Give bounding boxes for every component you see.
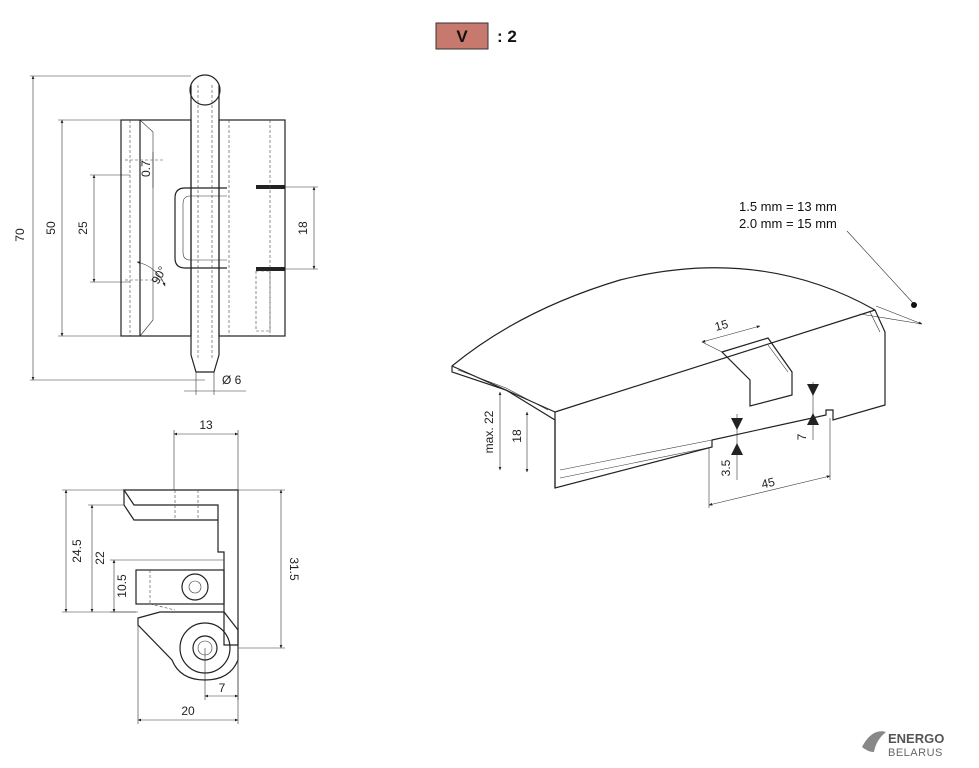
leaf-height-label: 50 (44, 221, 58, 235)
small-dim-label: 0.7 (139, 160, 153, 177)
leaf-icon (862, 731, 886, 752)
energo-belarus-logo: ENERGO BELARUS (862, 731, 944, 759)
logo-bottom-text: BELARUS (888, 747, 943, 759)
max-height-label: max. 22 (482, 410, 496, 453)
bottom-width-label: 20 (181, 704, 195, 718)
scale-symbol: V (456, 27, 468, 46)
angle-label: 90° (148, 264, 169, 287)
logo-top-text: ENERGO (888, 731, 944, 746)
cut-width-label: 15 (713, 317, 730, 334)
bottom-small-label: 7 (219, 681, 226, 695)
right-height-label: 31.5 (287, 557, 301, 581)
note-line-2: 2.0 mm = 15 mm (739, 216, 837, 231)
total-height-label: 70 (13, 228, 27, 242)
scale-badge: V : 2 (435, 22, 517, 50)
top-width-label: 13 (199, 418, 213, 432)
side-view: 13 24.5 22 10.5 31.5 7 20 (62, 418, 301, 724)
inner-height-label-iso: 18 (510, 429, 524, 443)
notch-height-label: 7 (795, 433, 809, 440)
hole-height-label: 10.5 (115, 574, 129, 598)
outer-height-label: 24.5 (70, 539, 84, 563)
center-dim-label: 18 (296, 221, 310, 235)
inner-height-label: 25 (76, 221, 90, 235)
scale-ratio: : 2 (497, 27, 517, 46)
pin-diameter-label: Ø 6 (222, 373, 242, 387)
inner-height-label-side: 22 (93, 551, 107, 565)
isometric-view: 1.5 mm = 13 mm 2.0 mm = 15 mm 15 max. 22… (451, 199, 923, 508)
note-line-1: 1.5 mm = 13 mm (739, 199, 837, 214)
front-view: 90° 0.7 70 50 25 18 Ø 6 (13, 74, 318, 395)
notch-depth-label: 3.5 (719, 459, 733, 476)
notch-length-label: 45 (760, 475, 776, 492)
